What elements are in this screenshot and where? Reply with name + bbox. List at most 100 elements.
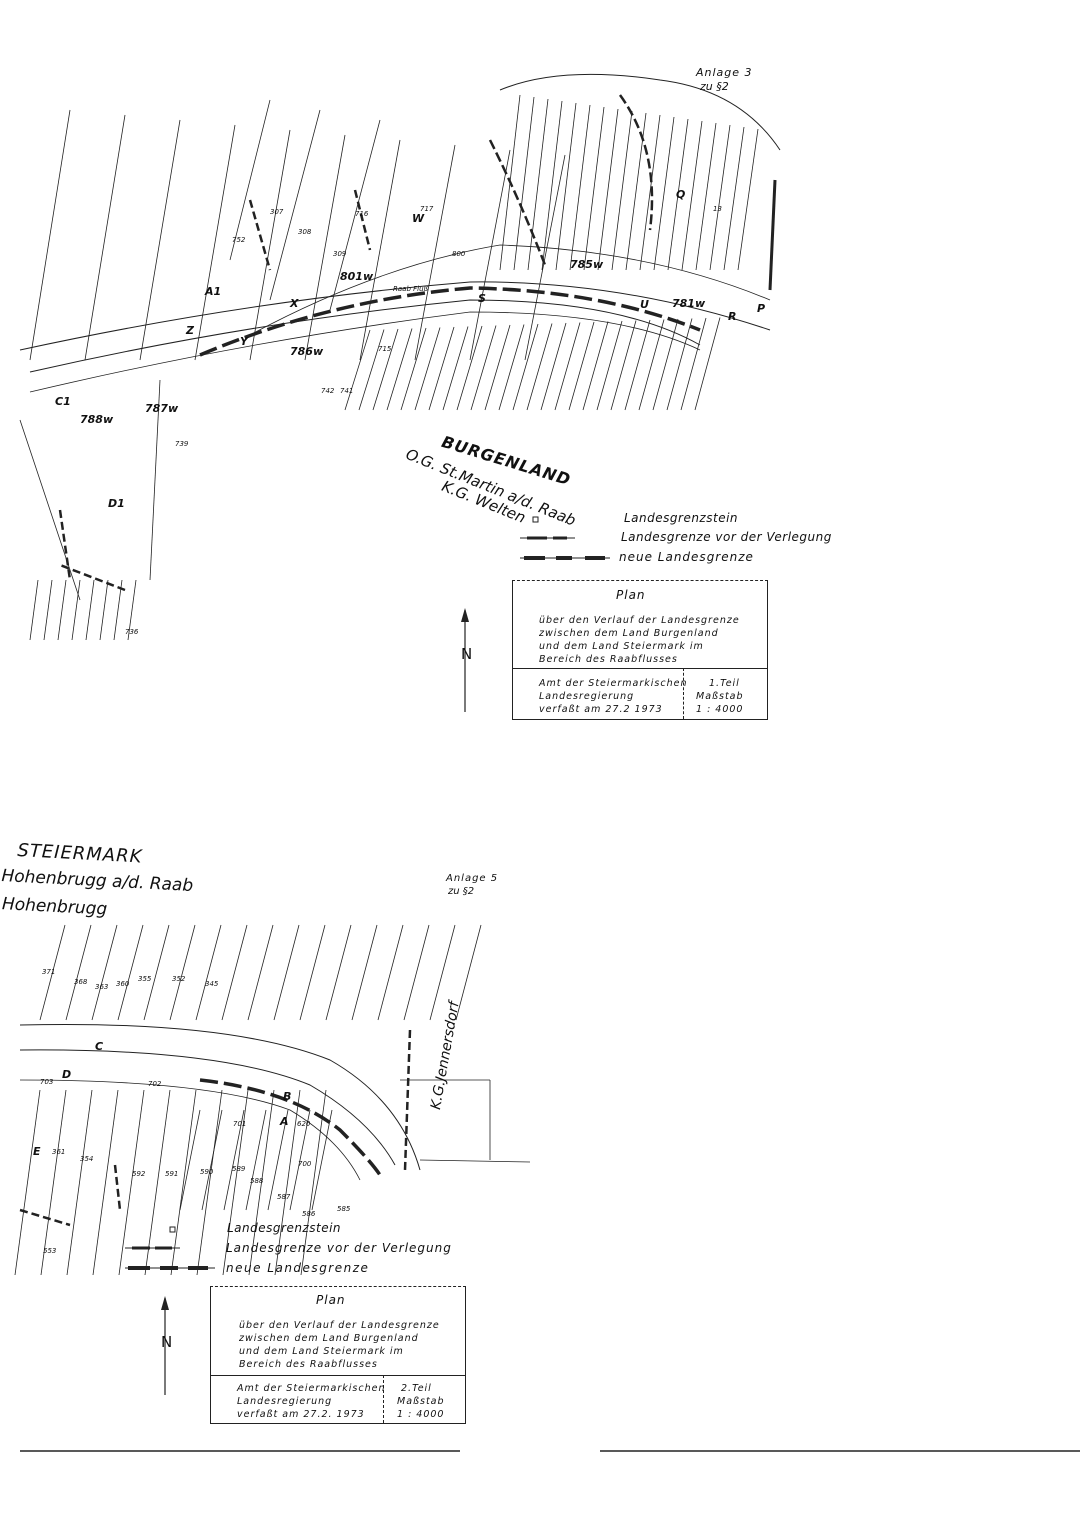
map-line bbox=[269, 109, 321, 301]
map-line bbox=[667, 118, 689, 271]
map-line bbox=[304, 134, 346, 361]
parcel-label: A1 bbox=[205, 285, 222, 298]
map-line bbox=[196, 1089, 223, 1276]
sheet2-legend-old-border: Landesgrenze vor der Verlegung bbox=[226, 1241, 452, 1255]
map-line bbox=[610, 320, 637, 411]
map-line bbox=[428, 326, 455, 411]
parcel-label: Z bbox=[186, 324, 194, 337]
parcel-label: 700 bbox=[298, 1160, 312, 1168]
parcel-label: 781w bbox=[672, 297, 706, 310]
map-line bbox=[681, 120, 703, 271]
map-line bbox=[737, 128, 759, 271]
map-line bbox=[84, 114, 126, 361]
map-line bbox=[625, 112, 647, 271]
parcel-label: C bbox=[95, 1040, 104, 1053]
map-line bbox=[554, 322, 581, 411]
map-line bbox=[29, 579, 39, 641]
map-line bbox=[267, 1109, 289, 1211]
map-line bbox=[300, 1089, 327, 1276]
parcel-label: 553 bbox=[43, 1247, 57, 1255]
parcel-label: D1 bbox=[108, 497, 125, 510]
map-line bbox=[299, 924, 326, 1021]
parcel-label: 736 bbox=[125, 628, 139, 636]
map-line bbox=[372, 328, 399, 411]
map-line bbox=[66, 1089, 93, 1276]
map-line bbox=[40, 1089, 67, 1276]
river-edge bbox=[29, 311, 701, 393]
map-line bbox=[442, 326, 469, 411]
map-line bbox=[118, 1089, 145, 1276]
parcel-label: 715 bbox=[378, 345, 392, 353]
map-line bbox=[113, 579, 123, 641]
map-line bbox=[169, 924, 196, 1021]
map-line bbox=[419, 1159, 531, 1163]
parcel-label: 588 bbox=[250, 1177, 264, 1185]
map-line bbox=[611, 110, 633, 271]
authority-line: verfaßt am 27.2 1973 bbox=[539, 704, 663, 715]
map-line bbox=[597, 108, 619, 271]
sheet2-north-label: N bbox=[161, 1333, 173, 1351]
map-line bbox=[526, 323, 553, 411]
map-line bbox=[201, 1109, 223, 1211]
sheet2-legend-stone: Landesgrenzstein bbox=[227, 1221, 342, 1235]
map-line bbox=[377, 924, 404, 1021]
scale-value: 1 : 4000 bbox=[696, 704, 744, 715]
new-border-line bbox=[199, 286, 701, 357]
parcel-label: 591 bbox=[165, 1170, 179, 1178]
map-line bbox=[329, 119, 381, 311]
map-line bbox=[666, 318, 693, 411]
old-border-line bbox=[19, 1208, 71, 1227]
map-line bbox=[222, 1089, 249, 1276]
road-edge bbox=[29, 299, 701, 373]
sheet1-legend-stone: Landesgrenzstein bbox=[624, 511, 739, 525]
map-line bbox=[273, 924, 300, 1021]
map-line bbox=[541, 100, 563, 271]
plan-heading: Plan bbox=[316, 1293, 346, 1307]
map-line bbox=[221, 924, 248, 1021]
map-line bbox=[709, 124, 731, 271]
parcel-label: D bbox=[62, 1068, 72, 1081]
map-line bbox=[71, 579, 81, 641]
map-line bbox=[223, 1109, 245, 1211]
map-line bbox=[43, 579, 53, 641]
parcel-label: 589 bbox=[232, 1165, 246, 1173]
plan-line: über den Verlauf der Landesgrenze bbox=[539, 615, 740, 626]
north-arrow-head bbox=[161, 1296, 169, 1310]
old-border-line bbox=[113, 1164, 122, 1211]
road-edge bbox=[19, 1023, 421, 1171]
road-edge bbox=[249, 244, 771, 336]
map-line bbox=[311, 1109, 333, 1211]
map-line bbox=[247, 924, 274, 1021]
map-line bbox=[694, 317, 721, 411]
parcel-label: 363 bbox=[95, 983, 109, 991]
map-line bbox=[400, 327, 427, 411]
parcel-label: C1 bbox=[55, 395, 71, 408]
old-border-line bbox=[353, 189, 372, 251]
parcel-label: 786w bbox=[290, 345, 324, 358]
plan-heading: Plan bbox=[616, 588, 646, 602]
parcel-label: 590 bbox=[200, 1168, 214, 1176]
map-line bbox=[57, 579, 67, 641]
sheet1-legend-old-border: Landesgrenze vor der Verlegung bbox=[621, 530, 832, 544]
authority-line: Amt der Steiermarkischen bbox=[237, 1383, 386, 1394]
map-line bbox=[498, 324, 525, 411]
map-line bbox=[65, 924, 92, 1021]
scale-value: 1 : 4000 bbox=[397, 1409, 445, 1420]
map-line bbox=[14, 1089, 41, 1276]
parcel-label: 620 bbox=[297, 1120, 311, 1128]
sheet1-north-label: N bbox=[461, 645, 473, 663]
parcel-label: 361 bbox=[52, 1148, 66, 1156]
parcel-label: 371 bbox=[42, 968, 56, 976]
plan-line: und dem Land Steiermark im bbox=[239, 1346, 404, 1357]
map-line bbox=[555, 102, 577, 271]
parcel-label: 308 bbox=[298, 228, 312, 236]
parcel-label: Q bbox=[676, 188, 686, 201]
parcel-label: 800 bbox=[452, 250, 466, 258]
parcel-label: 352 bbox=[172, 975, 186, 983]
sheet1-plan-box: Plan über den Verlauf der Landesgrenze z… bbox=[512, 580, 768, 720]
plan-line: zwischen dem Land Burgenland bbox=[539, 628, 719, 639]
map-line bbox=[524, 154, 566, 361]
scale-label: Maßstab bbox=[696, 691, 744, 702]
map-line bbox=[143, 924, 170, 1021]
parcel-label: 368 bbox=[74, 978, 88, 986]
